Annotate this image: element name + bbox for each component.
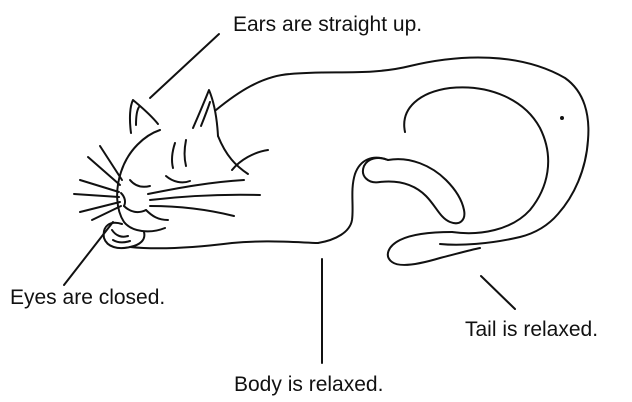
cat-back-foot (388, 232, 480, 265)
cat-head-outline (117, 130, 165, 231)
ears-leader-line (150, 34, 219, 98)
cat-chin (146, 210, 168, 220)
cat-left-ear (130, 100, 158, 133)
cat-closed-eye-left (130, 180, 150, 187)
cat-foreleg (130, 241, 318, 248)
cat-belly (318, 158, 388, 243)
cat-mouth (124, 206, 146, 212)
cat-closed-eye-right (166, 176, 190, 182)
cat-nose (121, 193, 125, 206)
ears-label: Ears are straight up. (233, 14, 422, 35)
cat-forehead-mark-2 (185, 140, 187, 166)
cat-left-ear-inner (136, 107, 139, 125)
cat-whiskers-left (74, 146, 122, 220)
cat-tail (363, 158, 464, 223)
eyes-label: Eyes are closed. (10, 287, 165, 308)
cat-paw-toes (112, 230, 130, 242)
cat-forehead-mark (172, 143, 175, 168)
tail-leader-line (481, 276, 515, 309)
body-label: Body is relaxed. (234, 374, 383, 395)
tail-label: Tail is relaxed. (465, 319, 598, 340)
cat-fur-mark (561, 117, 563, 119)
cat-body-back (216, 57, 588, 244)
cat-whiskers-right (148, 180, 260, 216)
cat-thigh (404, 87, 548, 233)
eyes-leader-line (64, 222, 113, 285)
